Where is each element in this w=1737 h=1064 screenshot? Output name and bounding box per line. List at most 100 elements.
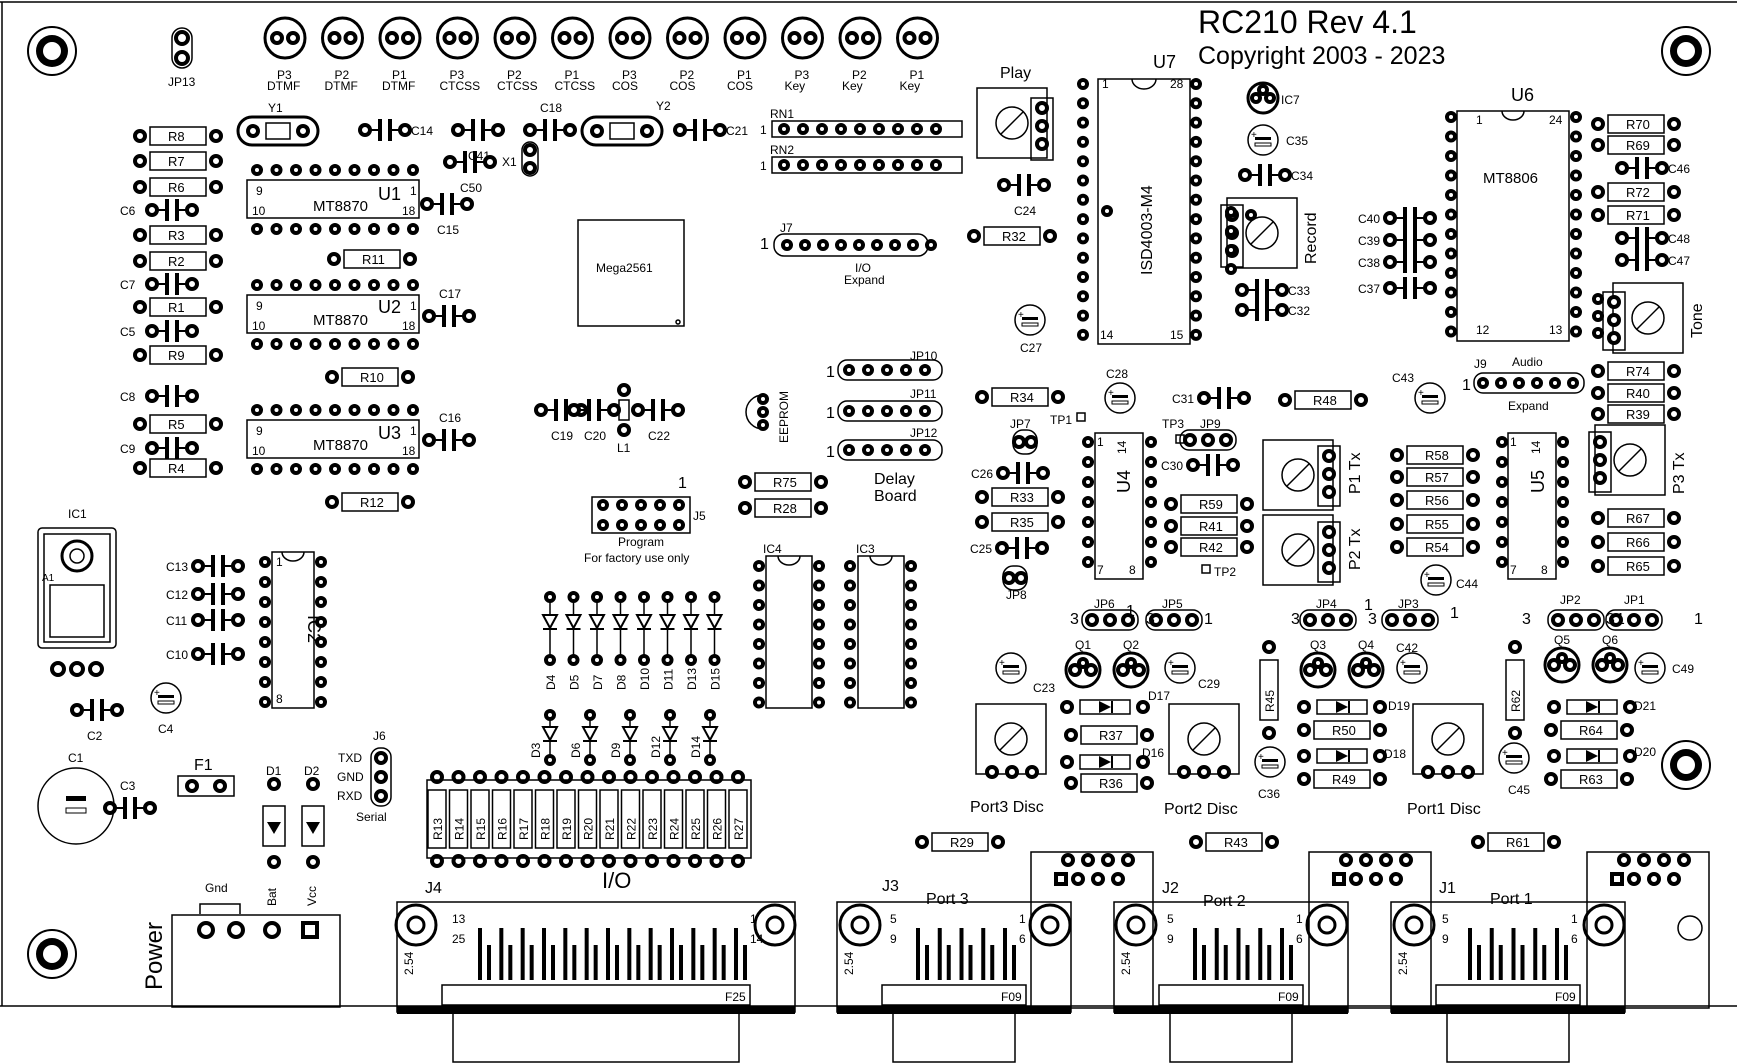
- resistor-r57: R57: [1390, 467, 1480, 487]
- pot-p3-tx[interactable]: P3 Tx: [1588, 424, 1688, 496]
- svg-text:1: 1: [826, 444, 835, 461]
- capacitor-label: C40: [1358, 212, 1380, 226]
- capacitor-label: C17: [439, 287, 461, 301]
- resistor-r29: R29: [915, 832, 1005, 852]
- capacitor-c18: C18: [523, 101, 577, 141]
- pot-tone[interactable]: Tone: [1602, 282, 1706, 354]
- resistor-r40: R40: [1591, 383, 1681, 403]
- resistor-r9: R9: [133, 345, 223, 365]
- capacitor-label: C30: [1161, 459, 1183, 473]
- svg-text:10: 10: [252, 444, 266, 458]
- resistor-label: R32: [1002, 229, 1026, 244]
- header-j7: J7 1 I/O Expand: [760, 221, 929, 287]
- pot-p1-tx[interactable]: P1 Tx: [1262, 439, 1364, 511]
- diode-d18: D18: [1297, 747, 1406, 765]
- resistor-label: R48: [1313, 393, 1337, 408]
- pin-number: 1: [1571, 912, 1578, 926]
- pin-marker: 1: [1450, 605, 1459, 622]
- diode-d16: D16: [1060, 746, 1164, 771]
- diode-label: D16: [1142, 746, 1164, 760]
- capacitor-label: C31: [1172, 392, 1194, 406]
- transistor-label: Q2: [1123, 638, 1139, 652]
- resistor-label: R54: [1425, 540, 1449, 555]
- resistor-label: R3: [168, 228, 185, 243]
- led-port-label: P2: [680, 68, 695, 82]
- crystal-x1-label: X1: [502, 155, 517, 169]
- power-diodes: D1 D2: [262, 764, 325, 869]
- capacitor-label: C36: [1258, 787, 1280, 801]
- jumper-jp1: JP1: [1605, 593, 1663, 631]
- svg-text:JP10: JP10: [910, 349, 938, 363]
- resistor-r35: R35: [975, 512, 1065, 532]
- svg-text:I/O: I/O: [602, 868, 631, 893]
- capacitor-label: C13: [166, 560, 188, 574]
- svg-text:Expand: Expand: [1508, 399, 1549, 413]
- capacitor-c37: C37: [1358, 277, 1437, 299]
- capacitor-c5: C5: [120, 320, 199, 342]
- pin-number: 1: [1296, 912, 1303, 926]
- connector-name: Port 3: [926, 891, 969, 908]
- resistor-label: R67: [1626, 511, 1650, 526]
- resistor-r36: R36: [1064, 773, 1154, 793]
- pot-p2-tx[interactable]: P2 Tx: [1262, 514, 1364, 586]
- mounting-hole: [1661, 26, 1711, 76]
- led-function-label: CTCSS: [555, 79, 596, 93]
- svg-text:Vcc: Vcc: [305, 886, 319, 906]
- capacitor-label: C44: [1456, 577, 1478, 591]
- pot-port2-disc[interactable]: Port2 Disc: [1164, 703, 1240, 818]
- diode-d9: D9: [609, 709, 639, 766]
- resistor-r3: R3: [133, 225, 223, 245]
- capacitor-label: C18: [540, 101, 562, 115]
- pin-number: 6: [1571, 932, 1578, 946]
- capacitor-c22: C22: [631, 399, 685, 443]
- pin-number: 9: [890, 932, 897, 946]
- svg-text:JP13: JP13: [168, 75, 196, 89]
- led-function-label: DTMF: [267, 79, 300, 93]
- diode-label: D9: [609, 742, 623, 758]
- transistor-q4: Q4: [1347, 638, 1385, 689]
- capacitor-label: C25: [970, 542, 992, 556]
- resistor-r33: R33: [975, 487, 1065, 507]
- resistor-label: R64: [1579, 723, 1603, 738]
- resistor-label: R29: [950, 835, 974, 850]
- pin-number: 6: [1296, 932, 1303, 946]
- diode-label: D10: [638, 668, 652, 690]
- diode-label: D7: [591, 674, 605, 690]
- resistor-label: R1: [168, 300, 185, 315]
- resistor-r32: R32: [967, 226, 1057, 246]
- pot-port1-disc[interactable]: Port1 Disc: [1407, 703, 1484, 818]
- pot-play[interactable]: Play: [976, 65, 1054, 161]
- resistor-network-rn2: RN2 1: [760, 143, 963, 174]
- svg-text:F1: F1: [194, 757, 213, 774]
- diode-label: D13: [685, 668, 699, 690]
- pot-port3-disc[interactable]: Port3 Disc: [970, 703, 1047, 816]
- pin-number: 14: [750, 932, 764, 946]
- resistor-label: R16: [496, 818, 510, 840]
- diode-label: D15: [709, 668, 723, 690]
- led-port-label: P1: [392, 68, 407, 82]
- svg-text:8: 8: [1541, 563, 1548, 577]
- resistor-r66: R66: [1591, 532, 1681, 552]
- resistor-r45: R45: [1259, 640, 1279, 740]
- diode-label: D6: [569, 742, 583, 758]
- capacitor-label: C6: [120, 204, 136, 218]
- svg-text:18: 18: [402, 444, 416, 458]
- capacitor-c41: C41: [451, 119, 505, 163]
- capacitor-label: C46: [1668, 162, 1690, 176]
- capacitor-label: C15: [437, 223, 459, 237]
- led-port-label: P2: [852, 68, 867, 82]
- svg-text:Gnd: Gnd: [205, 881, 228, 895]
- resistor-label: R66: [1626, 535, 1650, 550]
- capacitor-label: C9: [120, 442, 136, 456]
- resistor-label: R17: [517, 818, 531, 840]
- resistor-r61: R61: [1471, 832, 1561, 852]
- resistor-r50: R50: [1297, 720, 1387, 740]
- chip-ic4: IC4: [763, 542, 813, 709]
- connector-pitch: 2.54: [1396, 951, 1410, 975]
- pin-marker: 3: [1368, 611, 1377, 628]
- svg-text:P1 Tx: P1 Tx: [1347, 453, 1364, 495]
